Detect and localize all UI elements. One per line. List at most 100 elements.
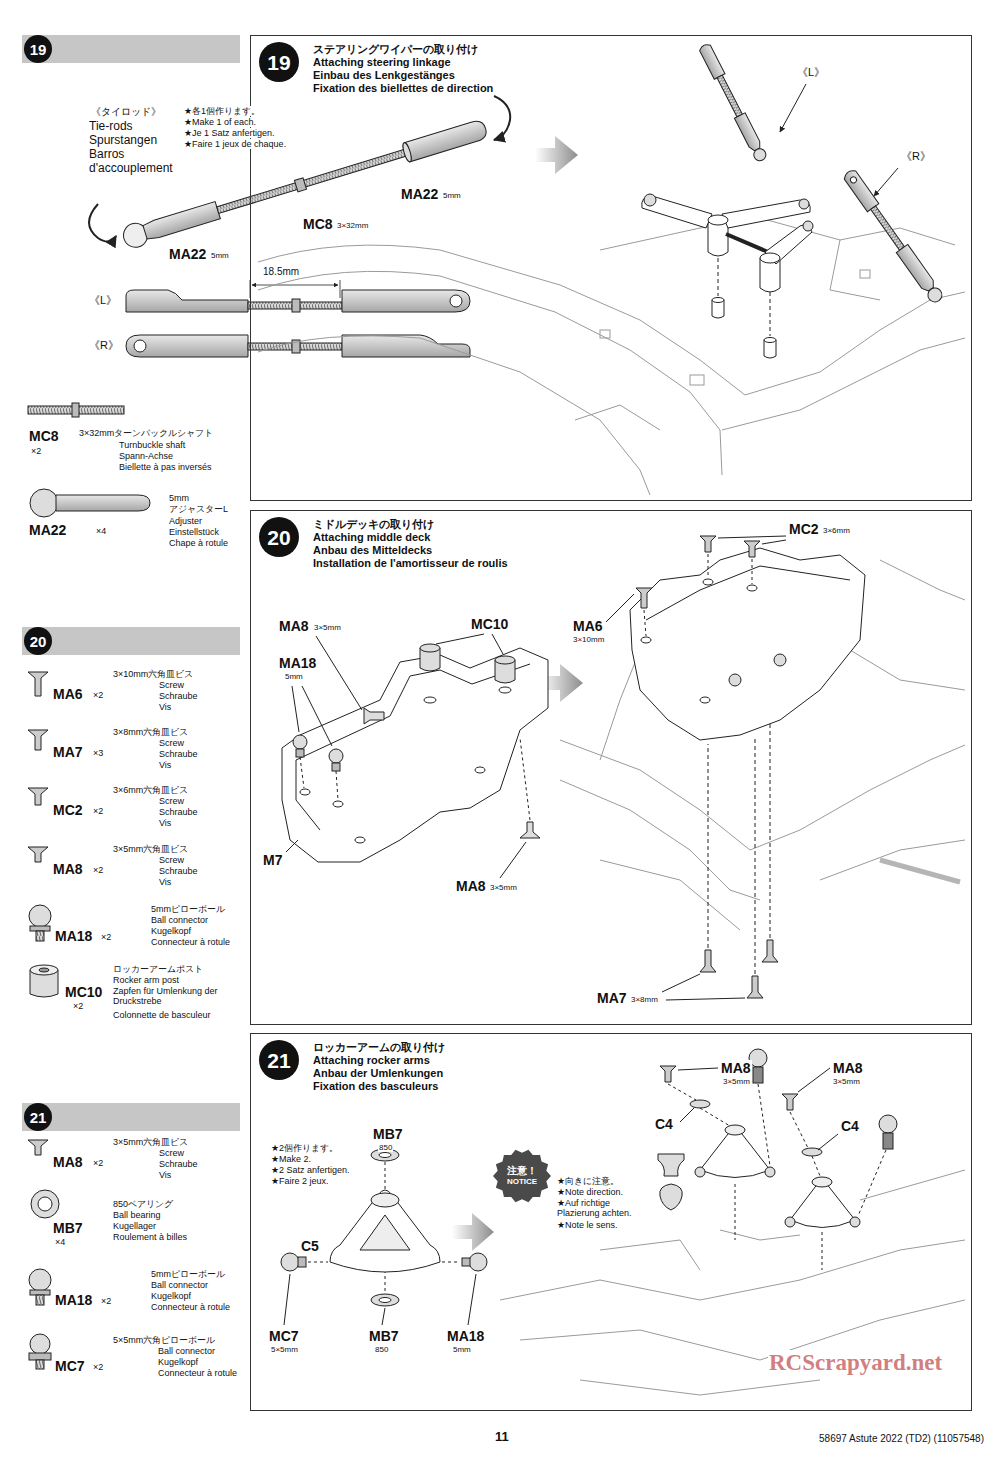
step-header-bar — [22, 1103, 240, 1131]
tie-rod — [842, 168, 944, 305]
part-code: MC10 — [64, 984, 103, 1000]
step-title: Attaching steering linkage — [313, 56, 493, 69]
step-title: Einbau des Lenkgestänges — [313, 69, 493, 82]
steering-bellcrank — [760, 253, 780, 263]
middle-deck — [646, 566, 850, 620]
tie-rod — [871, 206, 905, 250]
tie-rod-exploded — [121, 117, 490, 250]
part-code: MC8 — [302, 216, 334, 232]
part-name: 3×10mm六角皿ビス — [112, 669, 194, 679]
group-name: Spurstangen — [88, 134, 158, 148]
quantity: ×2 — [92, 690, 104, 700]
chassis-outline — [500, 1240, 965, 1300]
steering-bellcrank — [642, 194, 813, 358]
rocker-arm — [382, 1308, 385, 1325]
note: ★2個作ります。 — [270, 1143, 339, 1153]
part-code: M7 — [262, 852, 283, 868]
size: 3×5mm — [722, 1077, 751, 1086]
tie-rod — [842, 168, 879, 212]
part-icon — [28, 1140, 59, 1369]
part-icon — [39, 968, 49, 972]
part-name: Kugellager — [112, 1221, 157, 1231]
part-name: ロッカーアームポスト — [112, 964, 204, 974]
title-block: ミドルデッキの取り付けAttaching middle deckAnbau de… — [313, 518, 508, 570]
chassis-outline — [820, 840, 965, 880]
hardware — [718, 536, 786, 538]
middle-deck — [641, 637, 651, 643]
rocker-arm — [678, 1068, 718, 1070]
rocker-arm — [385, 1270, 386, 1292]
size: 3×5mm — [832, 1077, 861, 1086]
hardware — [755, 736, 756, 974]
turn-arrow — [494, 96, 510, 140]
side-mark: 《R》 — [88, 339, 120, 352]
rocker-arm — [798, 1068, 830, 1092]
rocker-arm — [360, 1215, 410, 1250]
part-name: Screw — [158, 680, 185, 690]
part-code: MA8 — [278, 618, 310, 634]
part-name: 5mmピローボール — [150, 904, 226, 914]
hardware — [700, 536, 716, 552]
steering-bellcrank — [770, 292, 771, 336]
hardware — [316, 636, 362, 710]
part-icon — [30, 489, 58, 517]
part-icon — [29, 905, 51, 927]
hardware — [770, 722, 771, 938]
group-name: Tie-rods — [88, 120, 134, 134]
rocker-arm — [695, 1167, 705, 1177]
middle-deck — [774, 654, 786, 666]
middle-deck — [282, 648, 548, 862]
size: 850 — [374, 1345, 389, 1354]
part-name: Roulement à billes — [112, 1232, 188, 1242]
part-icon — [30, 965, 58, 975]
chassis-outline — [258, 218, 965, 495]
steering-bellcrank — [764, 338, 776, 343]
part-name: Adjuster — [168, 516, 203, 526]
step-panel: ステアリングワイパーの取り付けAttaching steering linkag… — [250, 35, 972, 501]
part-name: Ball connector — [157, 1346, 216, 1356]
note: ★Auf richtige Plazierung achten. — [556, 1198, 650, 1219]
step-number: 19 — [24, 35, 52, 63]
part-name: Vis — [158, 877, 172, 887]
part-name: Connecteur à rotule — [150, 937, 231, 947]
chassis-outline — [880, 860, 960, 882]
chassis-outline — [258, 245, 745, 395]
size: 3×5mm — [489, 883, 518, 892]
note: ★Faire 2 jeux. — [270, 1176, 330, 1186]
part-name: Ball connector — [150, 1280, 209, 1290]
quantity: ×4 — [54, 1237, 66, 1247]
document-code: 58697 Astute 2022 (TD2) (11057548) — [818, 1433, 985, 1445]
part-code: MA8 — [52, 1154, 84, 1170]
step-title: Anbau des Mitteldecks — [313, 544, 508, 557]
page-number: 11 — [494, 1430, 510, 1445]
hardware — [762, 940, 778, 962]
rocker-arm — [379, 1298, 391, 1303]
hardware — [292, 686, 299, 732]
part-icon — [36, 1295, 44, 1305]
side-mark: 《L》 — [88, 294, 118, 307]
part-icon — [30, 1334, 50, 1354]
rocker-arm — [385, 1162, 386, 1194]
part-name: Connecteur à rotule — [150, 1302, 231, 1312]
tie-rod — [874, 168, 898, 196]
hardware — [520, 738, 530, 820]
quantity: ×2 — [100, 932, 112, 942]
part-name: Kugelkopf — [150, 926, 192, 936]
step-title: ステアリングワイパーの取り付け — [313, 43, 493, 56]
tie-rod — [849, 176, 857, 184]
rocker-arm — [818, 1134, 838, 1150]
part-code: MA18 — [54, 928, 93, 944]
chassis-outline — [880, 560, 965, 600]
middle-deck — [296, 760, 320, 830]
notice-badge: 注意！NOTICE — [493, 1149, 551, 1203]
part-name: 3×32mmターンバックルシャフト — [78, 428, 214, 438]
chassis-outline — [722, 338, 965, 430]
quantity: ×2 — [30, 446, 42, 456]
middle-deck — [499, 687, 511, 693]
part-name: Screw — [158, 738, 185, 748]
rocker-arm — [330, 1190, 440, 1272]
note: ★2 Satz anfertigen. — [270, 1165, 351, 1175]
side-mark: 《R》 — [900, 150, 932, 163]
rocker-arm — [785, 1217, 795, 1227]
